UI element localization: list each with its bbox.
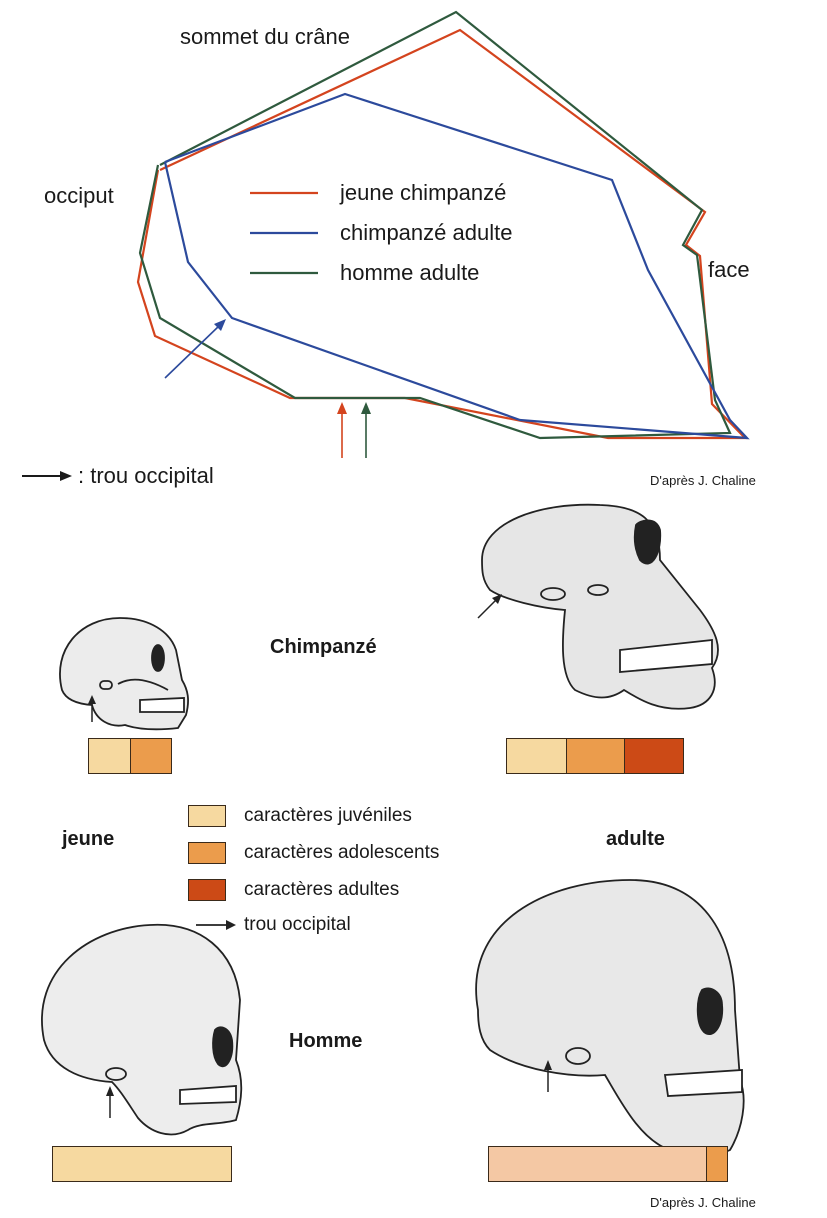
seg-juvenile [489, 1147, 706, 1181]
legend-swatch-adult [188, 879, 226, 901]
seg-juvenile [507, 739, 566, 773]
legend-arrow-icon [196, 920, 236, 930]
skull-adult-chimp [478, 505, 718, 709]
label-chimpanzee: Chimpanzé [270, 636, 377, 659]
arrow-occipital-adult-human [361, 402, 371, 458]
legend-label-adolescent: caractères adolescents [244, 842, 439, 864]
legend-label-young-chimp: jeune chimpanzé [340, 180, 506, 206]
label-face: face [708, 257, 750, 283]
label-adult: adulte [606, 828, 665, 851]
label-human: Homme [289, 1030, 362, 1053]
seg-adult [624, 739, 683, 773]
label-occiput: occiput [44, 183, 114, 209]
arrow-occipital-young-chimp [337, 402, 347, 458]
arrow-key-icon [22, 471, 72, 481]
legend-label-adult-chimp: chimpanzé adulte [340, 220, 512, 246]
legend-label-adult-human: homme adulte [340, 260, 479, 286]
legend-swatch-juvenile [188, 805, 226, 827]
legend-label-occipital: trou occipital [244, 914, 351, 936]
skull-young-human [42, 925, 241, 1135]
arrow-occipital-adult-chimp [165, 319, 226, 378]
credit-bottom: D'après J. Chaline [650, 1195, 756, 1210]
bar-adult-human [488, 1146, 728, 1182]
label-young: jeune [62, 828, 114, 851]
bar-young-human [52, 1146, 232, 1182]
label-vertex: sommet du crâne [180, 24, 350, 50]
seg-adolescent [130, 739, 171, 773]
skull-adult-human [476, 880, 744, 1157]
legend-label-juvenile: caractères juvéniles [244, 805, 412, 827]
seg-juvenile [53, 1147, 231, 1181]
legend-label-adult: caractères adultes [244, 879, 399, 901]
bar-adult-chimp [506, 738, 684, 774]
credit-top: D'après J. Chaline [650, 473, 756, 488]
bar-young-chimp [88, 738, 172, 774]
seg-juvenile [89, 739, 130, 773]
seg-adolescent [566, 739, 625, 773]
seg-adolescent [706, 1147, 727, 1181]
skull-young-chimp [60, 618, 188, 729]
legend-swatch-adolescent [188, 842, 226, 864]
arrow-key-label: : trou occipital [78, 463, 214, 489]
